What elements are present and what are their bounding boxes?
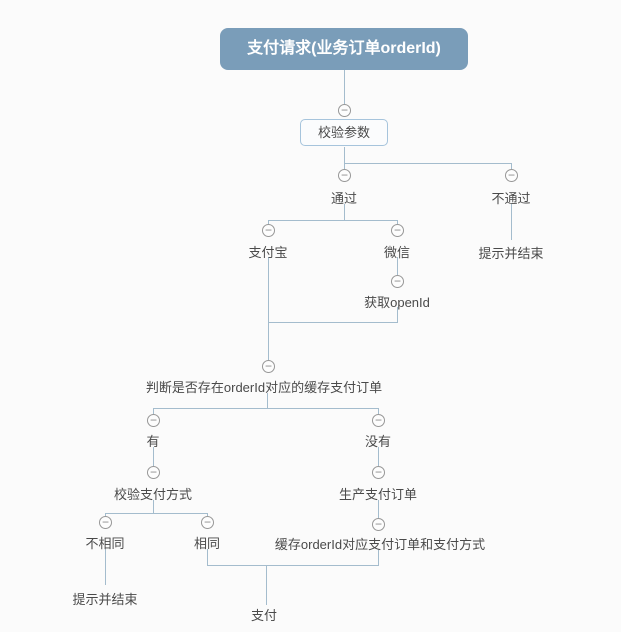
connector-line: [378, 408, 379, 414]
connector-line: [378, 447, 379, 466]
collapse-icon[interactable]: −: [372, 414, 385, 427]
connector-line: [397, 220, 398, 224]
node-validate-params[interactable]: 校验参数: [300, 119, 388, 146]
node-alipay[interactable]: 支付宝: [248, 245, 288, 260]
connector-line: [268, 220, 398, 221]
connector-line: [207, 549, 208, 566]
connector-line: [105, 513, 106, 516]
collapse-icon[interactable]: −: [262, 224, 275, 237]
connector-line: [105, 549, 106, 585]
connector-line: [511, 204, 512, 240]
node-check-cache[interactable]: 判断是否存在orderId对应的缓存支付订单: [145, 380, 383, 395]
node-not-same-end[interactable]: 提示并结束: [72, 592, 138, 607]
collapse-icon[interactable]: −: [338, 169, 351, 182]
collapse-icon[interactable]: −: [372, 466, 385, 479]
node-get-openid[interactable]: 获取openId: [364, 295, 430, 310]
connector-line: [105, 513, 208, 514]
connector-line: [268, 220, 269, 224]
connector-line: [397, 257, 398, 275]
connector-line: [266, 565, 267, 605]
node-verify-pay-method[interactable]: 校验支付方式: [113, 487, 192, 502]
node-wechat[interactable]: 微信: [383, 245, 410, 260]
connector-line: [344, 70, 345, 104]
connector-line: [378, 549, 379, 566]
connector-line: [153, 408, 154, 414]
collapse-icon[interactable]: −: [372, 518, 385, 531]
connector-line: [344, 163, 512, 164]
node-same[interactable]: 相同: [193, 536, 220, 551]
connector-line: [207, 565, 379, 566]
connector-line: [267, 393, 268, 408]
node-has-cache[interactable]: 有: [146, 434, 160, 449]
collapse-icon[interactable]: −: [147, 414, 160, 427]
connector-line: [153, 447, 154, 466]
node-payment-request[interactable]: 支付请求(业务订单orderId): [220, 28, 468, 70]
connector-line: [378, 500, 379, 518]
connector-line: [344, 147, 345, 163]
connector-line: [511, 163, 512, 169]
connector-line: [268, 257, 269, 323]
connector-line: [268, 322, 398, 323]
collapse-icon[interactable]: −: [505, 169, 518, 182]
collapse-icon[interactable]: −: [338, 104, 351, 117]
connector-line: [397, 307, 398, 323]
collapse-icon[interactable]: −: [391, 224, 404, 237]
connector-line: [207, 513, 208, 516]
node-not-same[interactable]: 不相同: [85, 536, 125, 551]
connector-line: [153, 408, 379, 409]
node-fail-end[interactable]: 提示并结束: [478, 246, 544, 261]
connector-line: [344, 163, 345, 169]
collapse-icon[interactable]: −: [201, 516, 214, 529]
node-pass[interactable]: 通过: [330, 191, 357, 206]
connector-line: [153, 500, 154, 513]
node-fail[interactable]: 不通过: [491, 191, 531, 206]
collapse-icon[interactable]: −: [262, 360, 275, 373]
collapse-icon[interactable]: −: [147, 466, 160, 479]
node-cache-order[interactable]: 缓存orderId对应支付订单和支付方式: [274, 537, 486, 552]
connector-line: [268, 322, 269, 360]
node-no-cache[interactable]: 没有: [364, 434, 391, 449]
collapse-icon[interactable]: −: [99, 516, 112, 529]
connector-line: [344, 204, 345, 220]
node-create-order[interactable]: 生产支付订单: [338, 487, 417, 502]
collapse-icon[interactable]: −: [391, 275, 404, 288]
node-pay[interactable]: 支付: [250, 608, 277, 623]
